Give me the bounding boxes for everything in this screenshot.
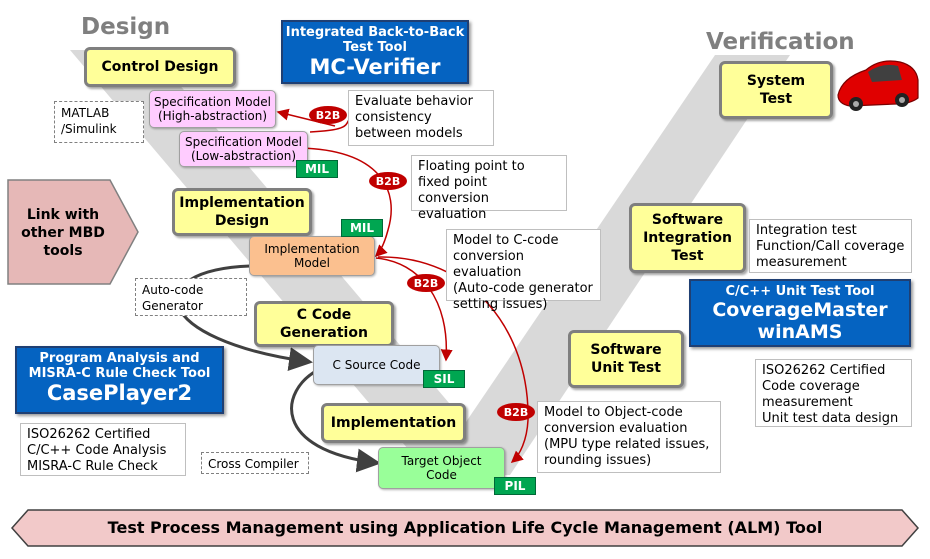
coverage-master-name: CoverageMaster winAMS <box>712 299 888 343</box>
phase-implementation: Implementation <box>321 403 466 443</box>
mc-verifier-subtitle: Integrated Back-to-Back Test Tool <box>285 25 465 55</box>
model-to-object-note: Model to Object-code conversion evaluati… <box>537 401 721 473</box>
spec-model-low-title: Specification Model <box>185 135 302 149</box>
phase-system-test: System Test <box>719 61 833 119</box>
integration-test-note: Integration test Function/Call coverage … <box>749 219 912 273</box>
phase-software-unit-test: Software Unit Test <box>568 330 684 388</box>
matlab-note: MATLAB /Simulink <box>54 101 144 143</box>
cross-compiler-note: Cross Compiler <box>201 452 309 474</box>
red-car-icon <box>837 60 919 111</box>
phase-control-design: Control Design <box>84 47 236 87</box>
spec-model-low-sub: (Low-abstraction) <box>190 149 297 163</box>
model-to-c-note: Model to C-code conversion evaluation (A… <box>446 229 601 312</box>
spec-model-high-sub: (High-abstraction) <box>157 109 268 123</box>
mc-verifier-tool: Integrated Back-to-Back Test Tool MC-Ver… <box>281 20 469 84</box>
caseplayer-tool: Program Analysis and MISRA-C Rule Check … <box>15 346 224 414</box>
mil-tag-2: MIL <box>341 219 383 237</box>
floating-point-note: Floating point to fixed point conversion… <box>411 155 567 222</box>
footer-label: Test Process Management using Applicatio… <box>107 518 823 537</box>
implementation-model: Implementation Model <box>249 236 375 276</box>
mil-tag-1: MIL <box>296 160 338 178</box>
b2b-badge-3: B2B <box>407 274 445 292</box>
caseplayer-subtitle: Program Analysis and MISRA-C Rule Check … <box>28 351 211 381</box>
sil-tag: SIL <box>423 370 465 388</box>
evaluate-behavior-note: Evaluate behavior consistency between mo… <box>348 90 494 146</box>
phase-implementation-design: Implementation Design <box>172 188 312 236</box>
v-band-right <box>430 55 790 475</box>
b2b-arrow-low-to-impl <box>299 147 392 258</box>
mc-verifier-name: MC-Verifier <box>309 55 441 79</box>
caseplayer-name: CasePlayer2 <box>46 381 193 405</box>
c-source-code: C Source Code <box>313 345 440 385</box>
link-mbd-shape <box>7 179 139 285</box>
footer-shape <box>10 509 920 547</box>
design-heading: Design <box>81 14 171 40</box>
auto-code-generator-note: Auto-code Generator <box>135 278 247 316</box>
coverage-master-tool: C/C++ Unit Test Tool CoverageMaster winA… <box>689 279 911 347</box>
spec-model-high-title: Specification Model <box>154 95 271 109</box>
target-object-code: Target Object Code <box>378 447 505 489</box>
caseplayer-note: ISO26262 Certified C/C++ Code Analysis M… <box>20 423 186 476</box>
spec-model-high: Specification Model (High-abstraction) <box>149 90 276 128</box>
b2b-badge-4: B2B <box>497 403 535 421</box>
b2b-badge-2: B2B <box>369 172 407 190</box>
phase-c-code-generation: C Code Generation <box>254 301 394 347</box>
link-mbd-label: Link with other MBD tools <box>21 207 105 259</box>
phase-software-integration-test: Software Integration Test <box>629 203 746 273</box>
unit-test-note: ISO26262 Certified Code coverage measure… <box>755 359 912 427</box>
b2b-badge-1: B2B <box>309 106 347 124</box>
spec-model-low: Specification Model (Low-abstraction) <box>179 131 308 167</box>
flow-arrow-c-to-object <box>290 368 381 473</box>
coverage-master-subtitle: C/C++ Unit Test Tool <box>725 284 875 299</box>
b2b-arrow-impl-to-object <box>377 256 529 463</box>
pil-tag: PIL <box>494 477 536 495</box>
verification-heading: Verification <box>706 29 855 55</box>
